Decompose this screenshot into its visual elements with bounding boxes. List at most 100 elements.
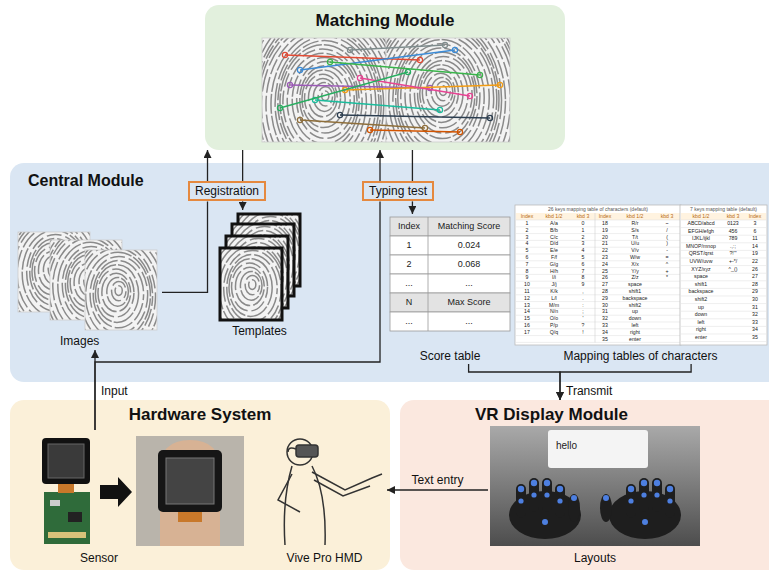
screen-text: hello	[556, 439, 626, 452]
table-cell: 14	[745, 243, 765, 251]
table-cell: )	[655, 240, 679, 247]
fingerprint-image	[238, 214, 300, 286]
fingerprint-image	[232, 224, 294, 296]
table-cell: 18	[595, 220, 615, 227]
table-cell: 21	[595, 240, 615, 247]
table-cell: 10	[517, 281, 537, 288]
table-cell: M/m	[537, 302, 571, 309]
table-cell: Y/y	[615, 268, 655, 275]
table-cell: enter	[615, 336, 655, 343]
mapping-table-grid	[515, 205, 681, 345]
table-cell: ?!'"	[721, 250, 745, 258]
match-point	[277, 105, 282, 110]
table-cell: J/j	[537, 281, 571, 288]
table-cell: ...	[390, 274, 428, 293]
table-cell: N	[390, 293, 428, 312]
match-point	[477, 72, 482, 77]
glove-hand	[600, 478, 681, 539]
fingerprint-image	[50, 240, 122, 320]
node-label: Vive Pro HMD	[287, 551, 363, 565]
match-line	[350, 45, 445, 50]
node-label: Registration	[195, 184, 259, 198]
sensor-photo	[50, 500, 60, 506]
score-table-grid	[390, 274, 510, 293]
node-label: Sensor	[80, 551, 118, 565]
table-title: 26 keys mapping table of characters (def…	[515, 206, 681, 213]
glove-hand	[568, 494, 580, 522]
fingerprint-image	[245, 276, 259, 295]
glove-hand	[531, 480, 537, 486]
mapping-table-grid	[680, 205, 767, 345]
fingerprint-image	[85, 250, 157, 330]
table-cell: G/g	[537, 261, 571, 268]
glove-hand	[667, 498, 672, 503]
fingerprint-image	[85, 250, 157, 330]
sensor-photo	[166, 458, 214, 504]
table-cell: 7	[571, 268, 595, 275]
table-header: kbd 3	[571, 213, 595, 220]
mapping-table-grid	[516, 226, 680, 227]
fingerprint-image	[220, 248, 282, 320]
table-cell: *	[655, 274, 679, 281]
table-cell: shift2	[615, 302, 655, 309]
fingerprint-image	[226, 236, 288, 308]
table-cell: 6	[571, 261, 595, 268]
table-cell: 7	[517, 261, 537, 268]
table-cell: D/d	[537, 240, 571, 247]
fingerprint-image	[220, 248, 282, 320]
fingerprint-image	[226, 236, 288, 308]
glove-hand	[557, 486, 563, 492]
fingerprint-image	[238, 214, 300, 286]
fingerprint-image	[226, 236, 288, 308]
table-cell: C/c	[537, 234, 571, 241]
table-cell: ...	[390, 312, 428, 331]
mapping-table-grid	[516, 308, 680, 309]
table-cell: ?	[571, 322, 595, 329]
table-cell: W/w	[615, 254, 655, 261]
table-cell: 30	[595, 302, 615, 309]
table-cell: right	[681, 326, 721, 334]
table-cell: 14	[517, 308, 537, 315]
table-cell: Index	[390, 217, 428, 236]
fingerprint-image	[85, 250, 157, 330]
table-cell: :	[571, 302, 595, 309]
table-cell: 3	[571, 240, 595, 247]
fingerprint-image	[232, 224, 294, 296]
glove-hand	[652, 478, 662, 512]
fingerprint-image	[232, 224, 294, 296]
mapping-table-grid	[516, 342, 680, 343]
fingerprint-image	[232, 224, 294, 296]
panel-title: Matching Module	[316, 11, 455, 31]
table-cell: shift2	[681, 296, 721, 304]
table-cell: .	[571, 295, 595, 302]
table-cell: 5	[517, 247, 537, 254]
fingerprint-image	[220, 248, 282, 320]
fingerprint-image	[238, 214, 300, 286]
person-drawing	[296, 445, 318, 457]
mapping-table-grid	[516, 281, 680, 282]
glove-hand	[628, 498, 633, 503]
match-point	[422, 125, 427, 130]
sensor-photo	[178, 511, 202, 522]
table-cell: 32	[745, 311, 765, 319]
table-cell: up	[615, 308, 655, 315]
table-cell: 28	[745, 281, 765, 289]
fingerprint-image	[50, 240, 122, 320]
panel-title: Central Module	[28, 171, 144, 190]
table-cell: 9	[517, 274, 537, 281]
match-point	[405, 69, 410, 74]
match-point	[347, 47, 352, 52]
table-cell: XYZ/xyz	[681, 266, 721, 274]
flow-arrow	[412, 201, 413, 214]
fingerprint-image	[240, 271, 262, 300]
table-cell: IJKL/ijkl	[681, 235, 721, 243]
table-cell: 26	[745, 266, 765, 274]
match-point	[487, 115, 492, 120]
table-cell: 15	[517, 315, 537, 322]
table-cell: B/b	[537, 227, 571, 234]
table-cell: 22	[745, 258, 765, 266]
match-point	[437, 107, 442, 112]
fingerprint-image	[297, 62, 355, 139]
